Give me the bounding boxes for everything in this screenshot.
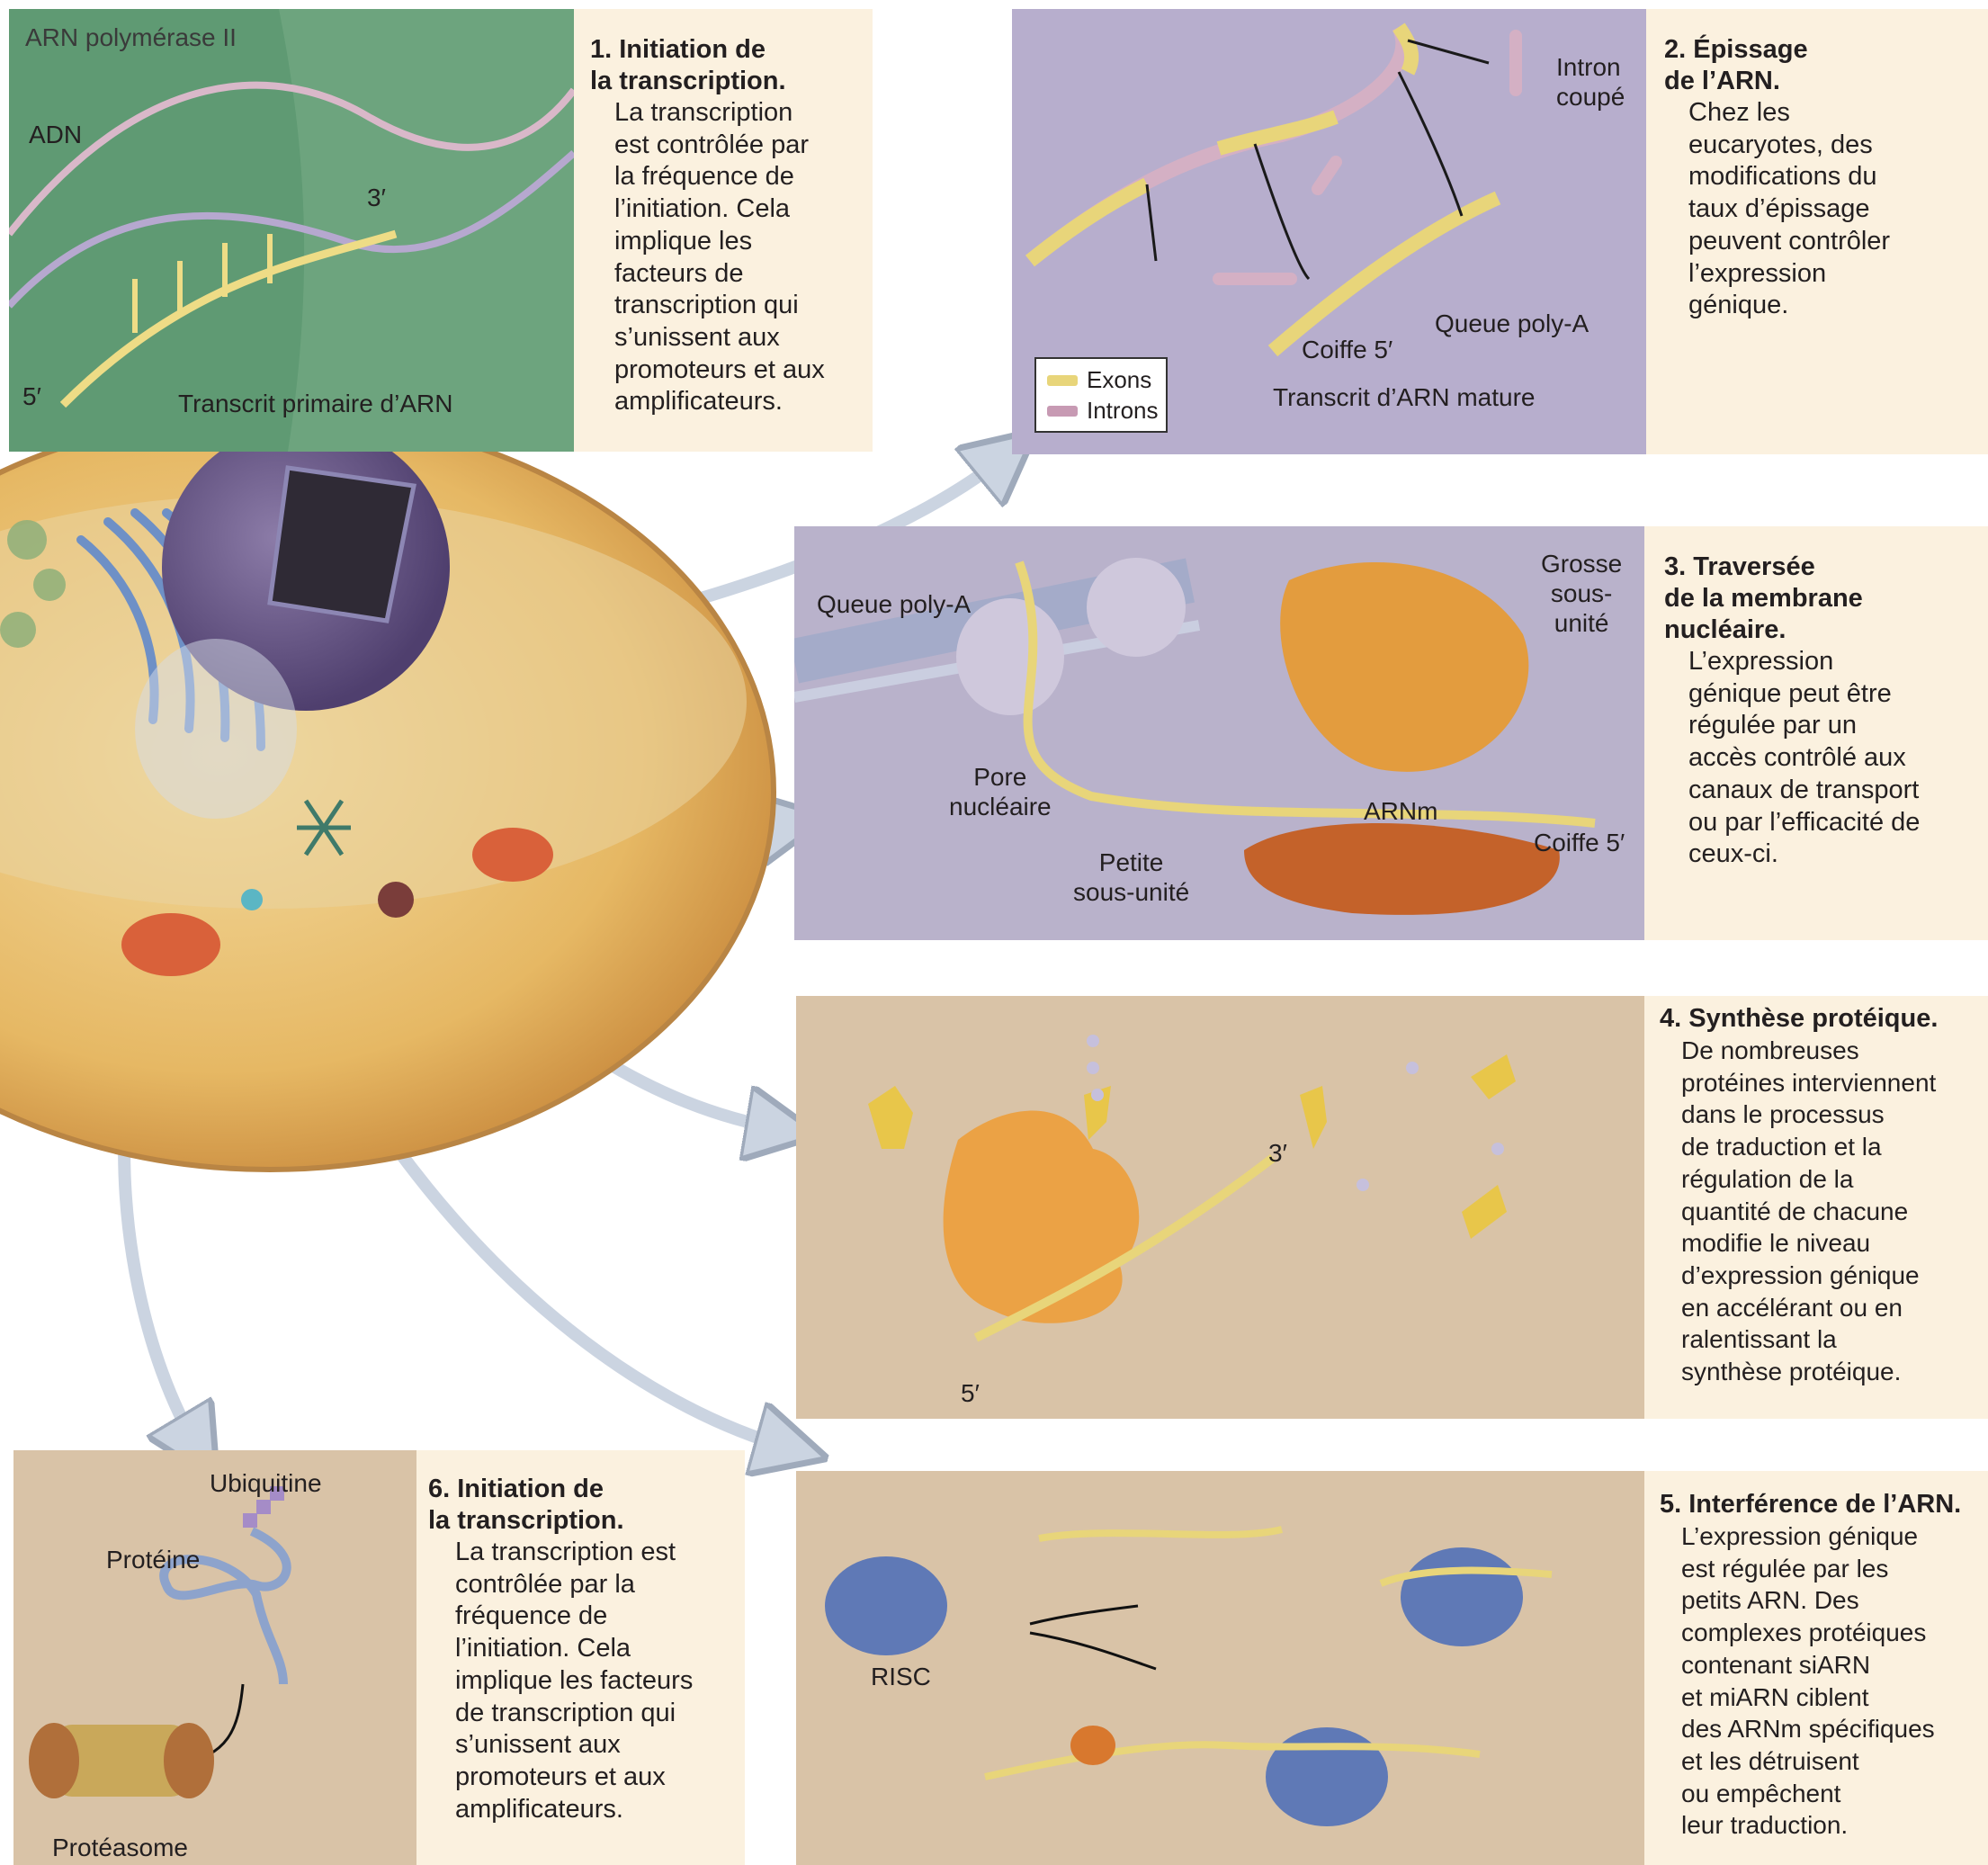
label-transcrit-mature: Transcrit d’ARN mature: [1273, 382, 1535, 412]
panel1-title: 1. Initiation de la transcription.: [590, 34, 873, 97]
panel3-image: Queue poly-A Grosse sous- unité Pore nuc…: [794, 526, 1644, 940]
legend-introns: Introns: [1087, 397, 1159, 425]
cell-illustration: [0, 432, 810, 1242]
label-transcrit-primaire: Transcrit primaire d’ARN: [178, 389, 452, 418]
panel6-title: 6. Initiation de la transcription.: [428, 1474, 745, 1537]
label-coiffe-5-3: Coiffe 5′: [1534, 828, 1625, 857]
label-proteine: Protéine: [106, 1545, 200, 1574]
label-queue-poly-a: Queue poly-A: [1435, 309, 1589, 338]
label-arn-polymerase: ARN polymérase II: [25, 22, 237, 52]
label-coiffe-5: Coiffe 5′: [1302, 335, 1392, 364]
label-3prime: 3′: [367, 183, 386, 212]
panel5-caption: 5. Interférence de l’ARN. L’expression g…: [1644, 1471, 1988, 1865]
label-grosse-sous-unite: Grosse sous- unité: [1541, 549, 1622, 638]
panel3-title: 3. Traversée de la membrane nucléaire.: [1664, 551, 1988, 646]
legend-exons: Exons: [1087, 366, 1151, 394]
label-5prime: 5′: [22, 381, 41, 411]
label-adn: ADN: [29, 120, 82, 149]
label-petite-sous-unite: Petite sous-unité: [1073, 847, 1189, 907]
panel3-body: L’expression génique peut être régulée p…: [1664, 646, 1988, 871]
panel4-caption: 4. Synthèse protéique. De nombreuses pro…: [1644, 996, 1988, 1419]
panel1-image: ARN polymérase II ADN 3′ 5′ Transcrit pr…: [9, 9, 574, 452]
panel6-body: La transcription est contrôlée par la fr…: [428, 1537, 745, 1825]
exons-introns-legend: Exons Introns: [1034, 357, 1168, 433]
panel5-image: RISC: [796, 1471, 1644, 1865]
label-risc: RISC: [871, 1662, 931, 1691]
panel5-title: 5. Interférence de l’ARN.: [1660, 1489, 1988, 1520]
panel1-caption: 1. Initiation de la transcription. La tr…: [574, 9, 873, 452]
label-3prime-4: 3′: [1268, 1138, 1287, 1168]
label-intron-coupe: Intron coupé: [1556, 52, 1625, 112]
label-queue-poly-a-3: Queue poly-A: [817, 589, 971, 619]
panel6-caption: 6. Initiation de la transcription. La tr…: [416, 1450, 745, 1865]
intron-swatch: [1047, 406, 1078, 417]
panel1-body: La transcription est contrôlée par la fr…: [590, 97, 873, 418]
panel2-title: 2. Épissage de l’ARN.: [1664, 34, 1988, 97]
panel2-caption: 2. Épissage de l’ARN. Chez les eucaryote…: [1646, 9, 1988, 454]
label-pore-nucleaire: Pore nucléaire: [949, 762, 1052, 821]
panel5-body: L’expression génique est régulée par les…: [1660, 1520, 1988, 1842]
panel4-image: 3′ 5′: [796, 996, 1644, 1419]
label-proteasome: Protéasome: [52, 1833, 188, 1862]
panel6-image: Ubiquitine Protéine Protéasome: [13, 1450, 416, 1865]
panel3-caption: 3. Traversée de la membrane nucléaire. L…: [1644, 526, 1988, 940]
exon-swatch: [1047, 375, 1078, 386]
panel2-body: Chez les eucaryotes, des modifications d…: [1664, 97, 1988, 322]
label-5prime-4: 5′: [961, 1378, 980, 1408]
panel4-title: 4. Synthèse protéique.: [1660, 1003, 1988, 1035]
panel4-body: De nombreuses protéines interviennent da…: [1660, 1035, 1988, 1388]
label-arnm: ARNm: [1364, 796, 1437, 826]
label-ubiquitine: Ubiquitine: [210, 1468, 322, 1498]
